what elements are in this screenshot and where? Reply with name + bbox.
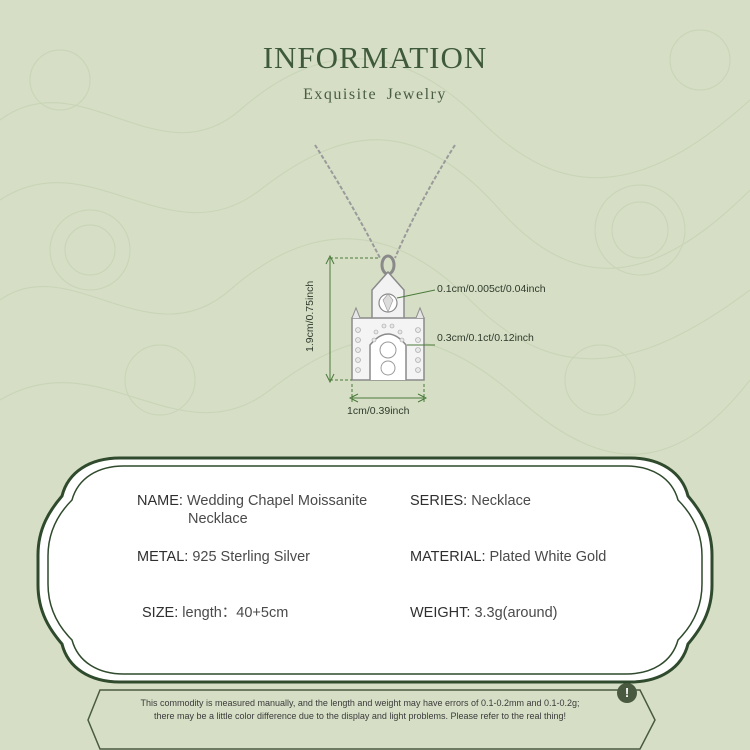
- exclamation-icon: !: [617, 683, 637, 703]
- metal-label: METAL:: [137, 549, 189, 565]
- name-value-line2: Necklace: [188, 511, 248, 527]
- name-value-line1: Wedding Chapel Moissanite: [186, 493, 368, 509]
- dimension-width: 1cm/0.39inch: [347, 405, 410, 417]
- notice-text: This commodity is measured manually, and…: [100, 697, 620, 723]
- notice-banner: [87, 689, 656, 750]
- page-title: INFORMATION: [262, 40, 488, 75]
- name-field: NAME: Wedding Chapel Moissanite Necklace: [137, 492, 407, 528]
- weight-value: 3.3g(around): [474, 605, 558, 621]
- series-value: Necklace: [471, 493, 531, 509]
- dimension-top-stone: 0.1cm/0.005ct/0.04inch: [437, 283, 546, 295]
- necklace-chain: [314, 144, 456, 259]
- name-label: NAME:: [137, 493, 183, 509]
- pendant-illustration: [314, 144, 456, 403]
- chapel-pendant: [351, 270, 425, 381]
- size-field: SIZE: length：40+5cm: [142, 604, 288, 622]
- metal-value: 925 Sterling Silver: [192, 549, 310, 565]
- material-value: Plated White Gold: [489, 549, 607, 565]
- dimension-middle-stone: 0.3cm/0.1ct/0.12inch: [437, 332, 534, 344]
- dimension-height: 1.9cm/0.75inch: [304, 280, 316, 352]
- size-label: SIZE:: [142, 605, 179, 621]
- material-label: MATERIAL:: [410, 549, 486, 565]
- size-value: length：40+5cm: [182, 605, 289, 621]
- weight-label: WEIGHT:: [410, 605, 471, 621]
- notice-line-1: This commodity is measured manually, and…: [140, 698, 580, 708]
- series-field: SERIES: Necklace: [410, 492, 531, 510]
- info-card-frame: [36, 456, 714, 684]
- material-field: MATERIAL: Plated White Gold: [410, 548, 606, 566]
- metal-field: METAL: 925 Sterling Silver: [137, 548, 310, 566]
- notice-line-2: there may be a little color difference d…: [153, 711, 567, 721]
- page-subtitle: Exquisite Jewelry: [303, 86, 447, 103]
- weight-field: WEIGHT: 3.3g(around): [410, 604, 557, 622]
- series-label: SERIES:: [410, 493, 468, 509]
